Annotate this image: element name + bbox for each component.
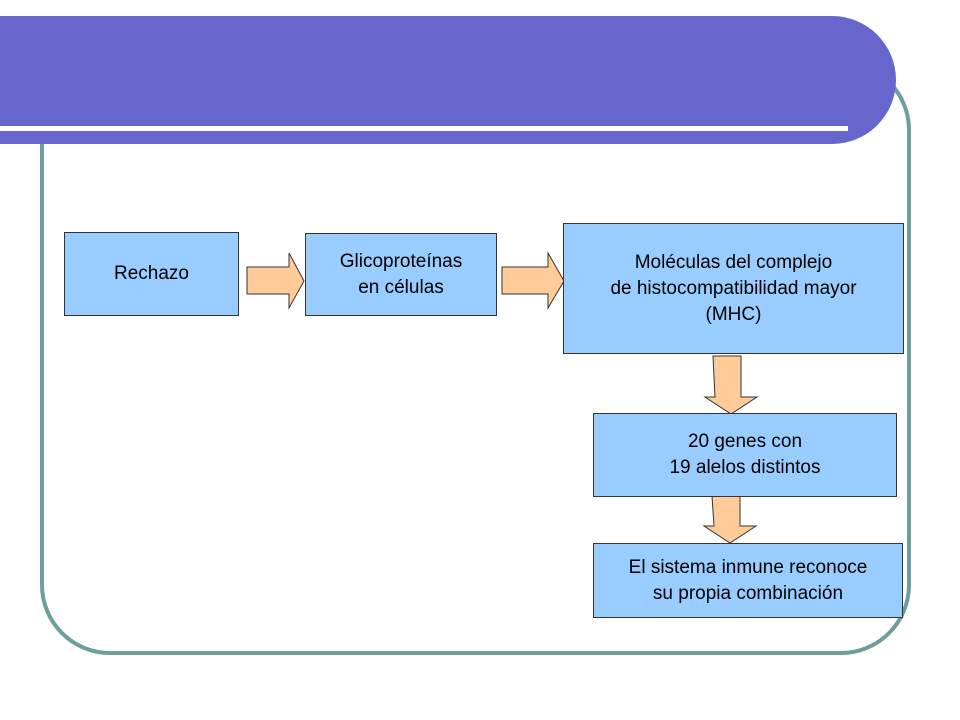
- node-genes: 20 genes con 19 alelos distintos: [593, 413, 897, 497]
- node-sistema-label: El sistema inmune reconoce su propia com…: [628, 556, 868, 604]
- node-mhc-label: Moléculas del complejo de histocompatibi…: [610, 251, 857, 325]
- node-genes-label: 20 genes con 19 alelos distintos: [669, 431, 821, 478]
- arrow-genes-to-sistema: [702, 495, 758, 544]
- node-rechazo: Rechazo: [64, 232, 239, 316]
- arrow-glicoproteinas-to-mhc: [501, 251, 565, 310]
- arrow-rechazo-to-glicoproteinas: [246, 252, 305, 310]
- node-glicoproteinas-label: Glicoproteínas en células: [339, 250, 463, 298]
- banner-divider: [0, 126, 848, 131]
- node-rechazo-label: Rechazo: [114, 263, 189, 284]
- title-banner: [0, 16, 896, 144]
- arrow-mhc-to-genes: [703, 355, 759, 415]
- node-sistema: El sistema inmune reconoce su propia com…: [593, 543, 903, 618]
- node-mhc: Moléculas del complejo de histocompatibi…: [563, 223, 904, 354]
- node-glicoproteinas: Glicoproteínas en células: [305, 233, 497, 316]
